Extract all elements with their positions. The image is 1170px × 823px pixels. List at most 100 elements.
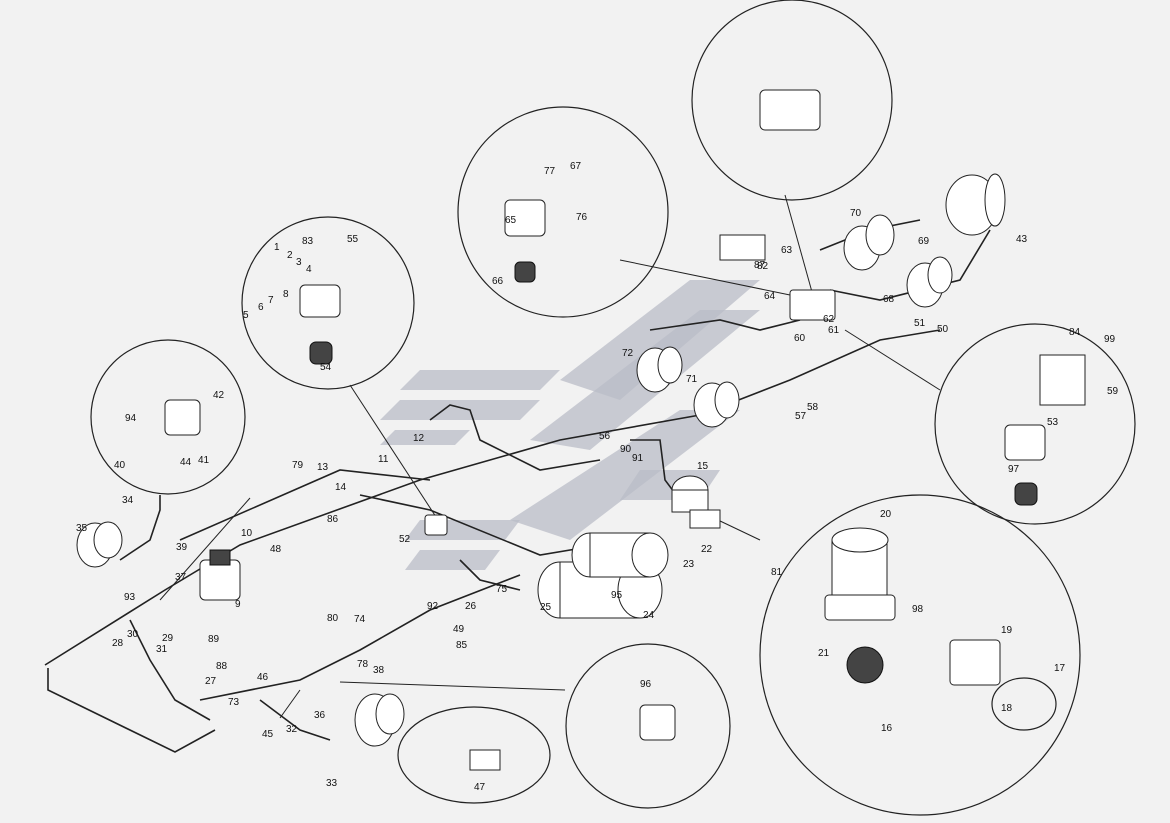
- callout-label: 6: [258, 302, 264, 313]
- detail-circle-air-dryer: [759, 494, 1081, 816]
- callout-label: 63: [781, 245, 793, 256]
- callout-label: 46: [257, 672, 269, 683]
- callout-label: 64: [764, 291, 776, 302]
- callout-label: 18: [1001, 703, 1013, 714]
- callout-label: 90: [620, 444, 632, 455]
- brake-chamber-left: [76, 521, 123, 568]
- callout-label: 66: [492, 276, 504, 287]
- actuator-47: [469, 749, 501, 771]
- components: [76, 89, 1086, 771]
- callout-label: 74: [354, 614, 366, 625]
- callout-label: 81: [771, 567, 783, 578]
- callout-label: 91: [632, 453, 644, 464]
- detail-circle-valve-top-left: [241, 216, 415, 390]
- brake-chamber-71: [906, 256, 953, 308]
- callout-label: 95: [611, 590, 623, 601]
- air-tanks: [537, 532, 669, 619]
- callout-label: 26: [465, 601, 477, 612]
- callout-label: 7: [268, 295, 274, 306]
- callout-label: 31: [156, 644, 168, 655]
- mounting-plate-60: [1039, 354, 1086, 406]
- valve-body-53-left: [299, 284, 341, 318]
- callout-label: 30: [127, 629, 139, 640]
- detail-circle-valve-right: [934, 323, 1136, 525]
- callout-label: 15: [697, 461, 709, 472]
- detail-circle-valve-bottom: [565, 643, 731, 809]
- callout-label: 19: [1001, 625, 1013, 636]
- compressor: [199, 549, 241, 601]
- callout-label: 93: [124, 592, 136, 603]
- callout-label: 62: [823, 314, 835, 325]
- callout-label: 36: [314, 710, 326, 721]
- callout-label: 22: [701, 544, 713, 555]
- detail-ellipse-actuator: [397, 706, 551, 804]
- callout-label: 94: [125, 413, 137, 424]
- callout-label: 34: [122, 495, 134, 506]
- callout-label: 79: [292, 460, 304, 471]
- callout-label: 53: [1047, 417, 1059, 428]
- relay-valve-52: [424, 514, 448, 536]
- callout-label: 88: [216, 661, 228, 672]
- callout-label: 43: [1016, 234, 1028, 245]
- callout-label: 69: [918, 236, 930, 247]
- callout-label: 70: [850, 208, 862, 219]
- air-dryer-unit: [671, 475, 721, 529]
- detail-circle-valve-top-right: [691, 0, 893, 201]
- callout-label: 33: [326, 778, 338, 789]
- callout-label: 32: [286, 724, 298, 735]
- callout-label: 1: [274, 242, 280, 253]
- callout-label: 86: [327, 514, 339, 525]
- valve-body-53-right: [1004, 424, 1046, 461]
- valve-cluster: [789, 289, 836, 321]
- callout-label: 67: [570, 161, 582, 172]
- detail-ellipse-small: [991, 677, 1057, 731]
- callout-label: 98: [912, 604, 924, 615]
- callout-label: 58: [807, 402, 819, 413]
- callout-label: 2: [287, 250, 293, 261]
- callout-label: 41: [198, 455, 210, 466]
- callout-label: 78: [357, 659, 369, 670]
- callout-label: 45: [262, 729, 274, 740]
- detail-circle-valve-top-center: [457, 106, 669, 318]
- callout-label: 57: [795, 411, 807, 422]
- callout-label: 84: [1069, 327, 1081, 338]
- callout-label: 13: [317, 462, 329, 473]
- valve-body-44-top: [759, 89, 821, 131]
- callout-label: 47: [474, 782, 486, 793]
- brake-chamber-74: [636, 346, 683, 393]
- callout-label: 38: [373, 665, 385, 676]
- callout-label: 11: [378, 454, 389, 465]
- callout-label: 99: [1104, 334, 1116, 345]
- callout-label: 56: [599, 431, 611, 442]
- callout-label: 73: [228, 697, 240, 708]
- callout-label: 71: [686, 374, 698, 385]
- callout-label: 5: [243, 310, 249, 321]
- callout-label: 4: [306, 264, 312, 275]
- valve-cap-54-right: [1014, 482, 1038, 506]
- callout-label: 52: [399, 534, 411, 545]
- callout-label: 83: [302, 236, 314, 247]
- callout-label: 39: [176, 542, 188, 553]
- callout-label: 28: [112, 638, 124, 649]
- callout-label: 65: [505, 215, 517, 226]
- detail-circles: [90, 0, 1136, 816]
- callout-label: 21: [818, 648, 830, 659]
- callout-label: 10: [241, 528, 253, 539]
- callout-label: 12: [413, 433, 425, 444]
- callout-label: 16: [881, 723, 893, 734]
- callout-label: 75: [496, 584, 508, 595]
- callout-label: 97: [1008, 464, 1020, 475]
- callout-label: 54: [320, 362, 332, 373]
- callout-label: 14: [335, 482, 347, 493]
- callout-label: 77: [544, 166, 556, 177]
- callout-label: 37: [175, 572, 187, 583]
- callout-label: 35: [76, 523, 88, 534]
- brake-chamber-72: [843, 214, 895, 271]
- valve-cap-68: [514, 261, 536, 283]
- detail-circle-valve-left: [90, 339, 246, 495]
- callout-labels: 1234567891011121314151617181920212223242…: [76, 161, 1119, 793]
- callout-label: 3: [296, 257, 302, 268]
- callout-label: 23: [683, 559, 695, 570]
- brake-chamber-bottom: [354, 693, 405, 747]
